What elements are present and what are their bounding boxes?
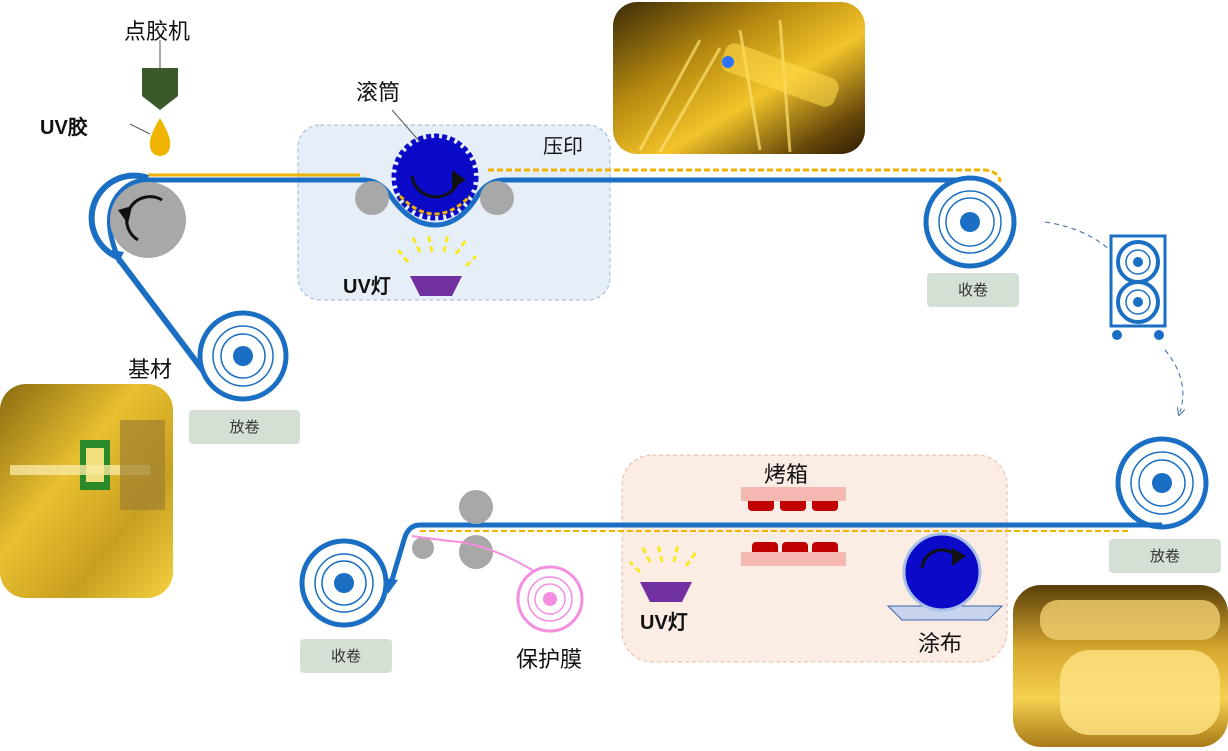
dispenser-icon [142, 68, 178, 110]
coating-tray-icon [886, 605, 1004, 621]
nip-roller-right [480, 181, 514, 215]
coating-rotation-arrowhead-icon [952, 548, 966, 566]
oven-label: 烤箱 [764, 463, 809, 488]
rotation-arrowhead-icon [118, 206, 132, 224]
oven-heater-top [741, 487, 846, 511]
protective-film-label: 保护膜 [516, 648, 583, 673]
photo-unwind-machine [0, 384, 173, 598]
uv-glue-label: UV胶 [40, 117, 88, 139]
uv-lamp-bottom-label: UV灯 [640, 612, 688, 634]
glue-pointer [129, 123, 151, 135]
rewind-roll-bottom [299, 538, 389, 628]
substrate-label: 基材 [128, 358, 173, 383]
imprint-label: 压印 [543, 134, 583, 158]
web-bottom [389, 522, 1162, 581]
photo-film-rolls [1013, 585, 1228, 747]
nip-roller-left [355, 181, 389, 215]
transfer-path-1 [1044, 221, 1111, 251]
guide-roller-start [110, 182, 186, 258]
coating-label: 涂布 [918, 632, 963, 657]
uv-lamp-bottom-rays [628, 543, 698, 574]
glue-layer-imprinted [488, 168, 1002, 183]
oven-heater-bottom [741, 542, 846, 566]
protective-film-roll [516, 565, 584, 633]
uv-lamp-top-rays [396, 233, 478, 268]
laminating-roller-top [459, 490, 493, 524]
unwind-top-tag: 放卷 [189, 410, 300, 444]
uv-lamp-bottom-icon [640, 582, 692, 602]
roller-pointer [391, 109, 421, 143]
drum-rotation-icon [410, 175, 460, 199]
rewind-top-tag: 收卷 [927, 273, 1019, 307]
unwind-bottom-tag: 放卷 [1109, 539, 1221, 573]
laminating-roller-small [412, 537, 434, 559]
uv-lamp-top-icon [410, 276, 462, 296]
uv-lamp-top-label: UV灯 [343, 276, 391, 298]
protective-film-path [411, 535, 549, 581]
unwind-roll-top [197, 310, 289, 402]
imprint-drum-glue [398, 194, 472, 216]
unwind-roll-bottom [1115, 436, 1209, 530]
rewind-roll-top [923, 175, 1017, 269]
web-top [107, 177, 970, 264]
coating-roller [902, 532, 982, 612]
transfer-path-2 [1164, 349, 1183, 412]
web-substrate [115, 256, 213, 382]
laminating-roller-bottom [459, 535, 493, 569]
roller-label: 滚筒 [356, 81, 401, 106]
guide-roller-wrap [88, 172, 149, 261]
dispenser-label: 点胶机 [124, 20, 191, 45]
photo-imprint-line [613, 2, 865, 154]
rewind-bottom-tag: 收卷 [300, 639, 392, 673]
transfer-cart-icon [1109, 234, 1167, 340]
drum-rotation-arrowhead-icon [452, 170, 466, 188]
glue-drop-icon [149, 118, 171, 156]
imprint-drum-dashes [391, 133, 479, 221]
